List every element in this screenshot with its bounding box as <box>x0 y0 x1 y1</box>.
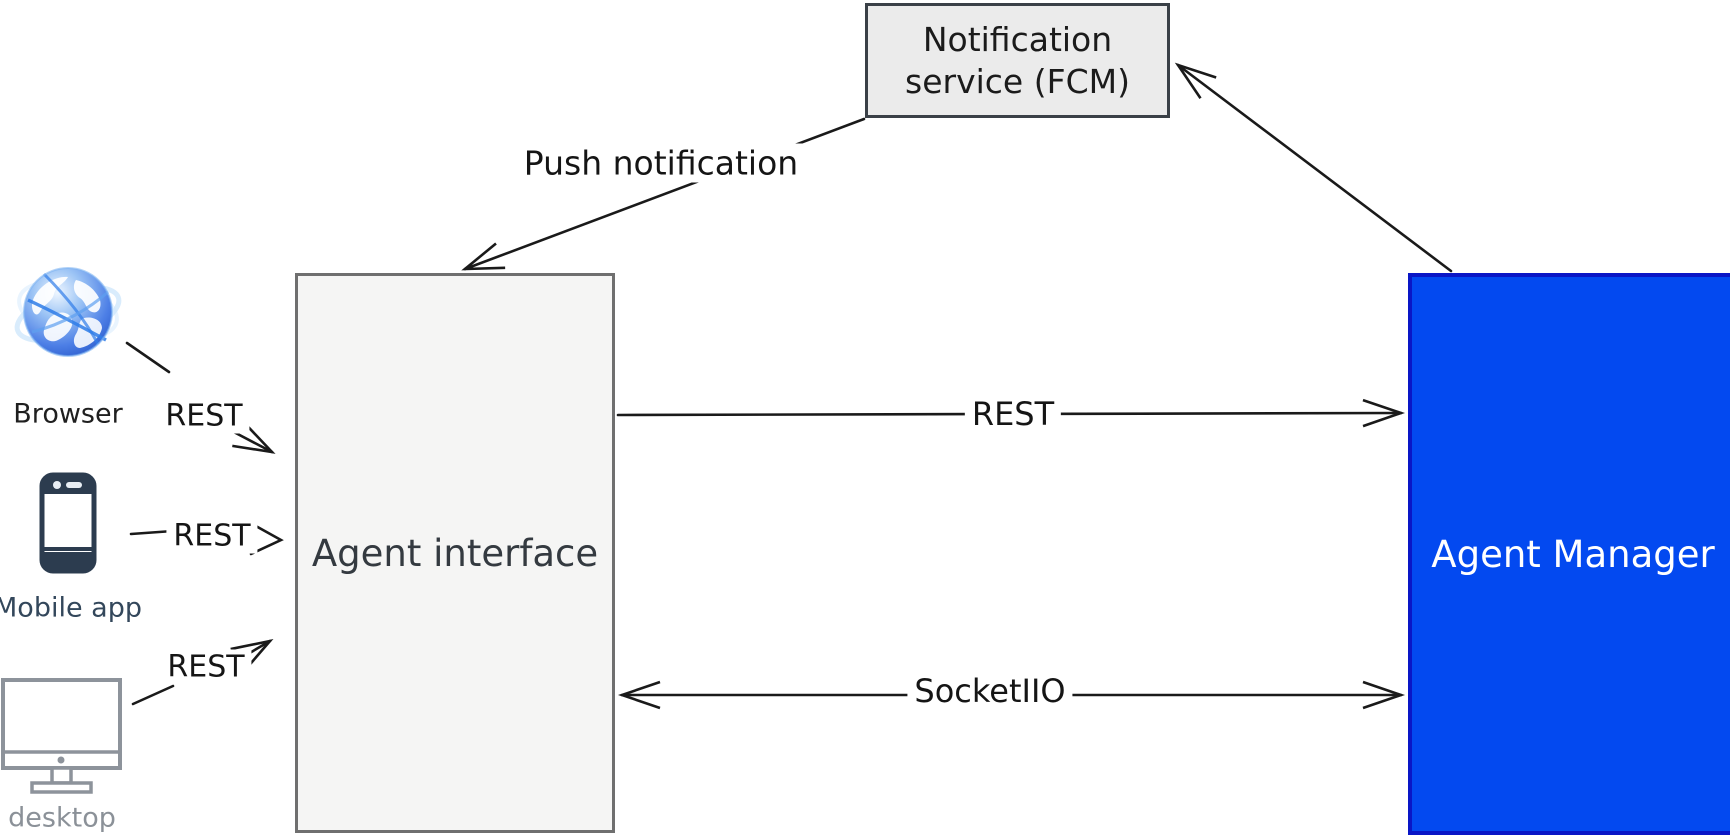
browser-rest-arrow-tail <box>125 341 171 374</box>
smartphone-icon <box>39 472 97 574</box>
notification-service-node: Notification service (FCM) <box>865 3 1170 118</box>
mobile-rest-label: REST <box>166 518 258 554</box>
push-notification-label: Push notification <box>516 143 806 183</box>
push-notification-arrow <box>461 117 866 271</box>
socket-label: SocketIIO <box>907 672 1073 710</box>
desktop-label: desktop <box>8 802 116 834</box>
rest-main-label: REST <box>964 395 1062 433</box>
agent-interface-node: Agent interface <box>295 273 615 833</box>
desktop-monitor-icon <box>1 678 122 794</box>
agent-manager-node: Agent Manager <box>1408 273 1730 835</box>
globe-browser-icon <box>14 267 122 357</box>
mobile-app-label: Mobile app <box>0 592 142 624</box>
notification-service-label: Notification service (FCM) <box>905 19 1130 101</box>
agent-manager-label: Agent Manager <box>1431 532 1715 576</box>
desktop-rest-arrow-tail <box>131 684 175 706</box>
agent-interface-label: Agent interface <box>311 531 599 575</box>
browser-rest-label: REST <box>158 398 250 434</box>
browser-label: Browser <box>13 398 123 430</box>
desktop-rest-label: REST <box>160 649 252 685</box>
manager-to-fcm-arrow <box>1174 62 1453 273</box>
